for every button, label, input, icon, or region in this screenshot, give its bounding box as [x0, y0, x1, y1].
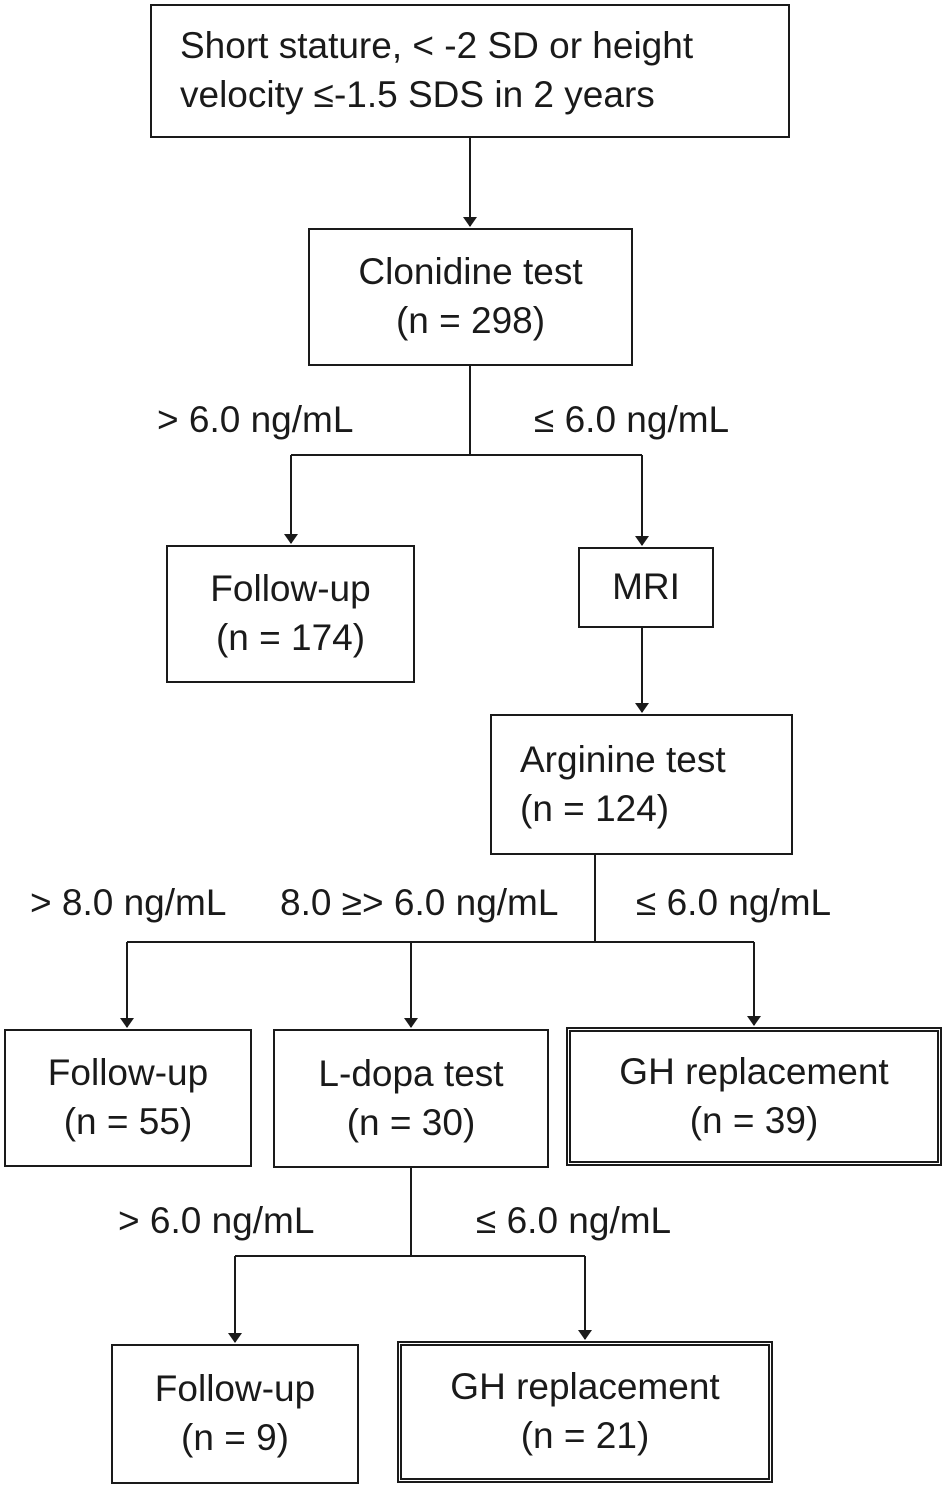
edge-label-arginine-high: > 8.0 ng/mL [30, 882, 227, 923]
edge-label-clonidine-low: ≤ 6.0 ng/mL [534, 399, 730, 440]
node-label-line1: Follow-up [154, 1368, 316, 1410]
node-label-line1: Clonidine test [358, 251, 583, 293]
node-label-line2: (n = 174) [215, 617, 366, 658]
node-label-line1: MRI [612, 566, 680, 608]
node-label-line1: Arginine test [520, 738, 726, 780]
node-label-line2: velocity ≤-1.5 SDS in 2 years [180, 74, 655, 115]
node-arginine-test: Arginine test (n = 124) [490, 714, 793, 855]
node-label-line2: (n = 39) [689, 1099, 819, 1141]
node-short-stature: Short stature, < -2 SD or height velocit… [150, 4, 790, 138]
node-follow-up-174: Follow-up (n = 174) [166, 545, 415, 683]
edge-label-arginine-low: ≤ 6.0 ng/mL [636, 882, 832, 923]
node-follow-up-55: Follow-up (n = 55) [4, 1029, 252, 1167]
node-label-line2: (n = 21) [520, 1415, 650, 1456]
node-gh-replacement-39: GH replacement (n = 39) [566, 1027, 942, 1166]
node-label-line1: Short stature, < -2 SD or height [180, 25, 694, 67]
node-clonidine-test: Clonidine test (n = 298) [308, 228, 633, 366]
node-label-line1: GH replacement [450, 1366, 720, 1408]
node-mri: MRI [578, 547, 714, 628]
node-label-line1: Follow-up [210, 568, 371, 610]
node-label-line2: (n = 30) [346, 1101, 476, 1143]
edge-label-ldopa-high: > 6.0 ng/mL [118, 1200, 315, 1241]
node-label-line1: GH replacement [619, 1050, 889, 1092]
edge-label-arginine-mid: 8.0 ≥> 6.0 ng/mL [280, 882, 559, 923]
node-label-line2: (n = 298) [395, 300, 546, 341]
node-label-line2: (n = 55) [63, 1101, 193, 1142]
node-label-line1: Follow-up [47, 1052, 209, 1094]
node-l-dopa-test: L-dopa test (n = 30) [273, 1029, 549, 1168]
node-label-line2: (n = 124) [520, 787, 670, 829]
edge-label-clonidine-high: > 6.0 ng/mL [157, 399, 354, 440]
edge-label-ldopa-low: ≤ 6.0 ng/mL [476, 1200, 672, 1241]
node-gh-replacement-21: GH replacement (n = 21) [397, 1341, 773, 1483]
node-follow-up-9: Follow-up (n = 9) [111, 1344, 359, 1484]
node-label-line2: (n = 9) [181, 1417, 289, 1458]
node-label-line1: L-dopa test [318, 1052, 504, 1094]
